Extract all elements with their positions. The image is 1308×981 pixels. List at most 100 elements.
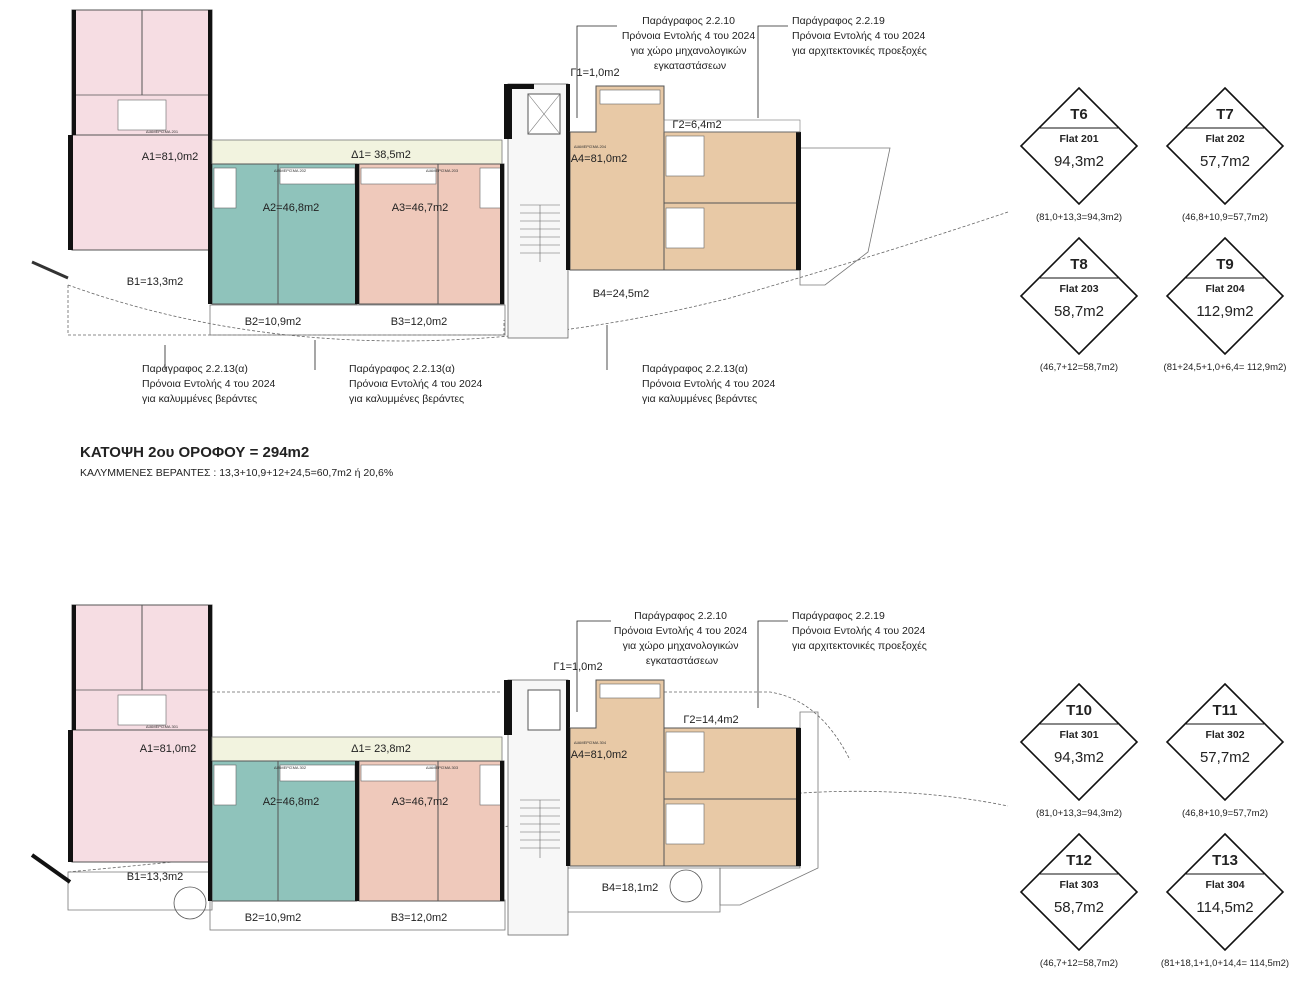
flat-tag: T6 [1070,106,1088,123]
flat-area-calc: (46,7+12=58,7m2) [1040,958,1118,969]
diamond-frame [1019,682,1139,802]
flat-tag: T12 [1066,852,1092,869]
note-2-2-13a: Παράγραφος 2.2.13(α) Πρόνοια Εντολής 4 τ… [142,363,278,405]
balcony-outline-lower [67,285,505,336]
flat-tag: T8 [1070,256,1088,273]
area-label: Δ1= 38,5m2 [351,149,411,161]
balcony-b1 [67,871,213,911]
area-label: Γ2=6,4m2 [672,119,721,131]
area-label: A4=81,0m2 [571,749,628,761]
area-label: B2=10,9m2 [245,316,302,328]
flat-area-calc: (46,8+10,9=57,7m2) [1182,212,1268,223]
diamond-frame [1165,682,1285,802]
flat-area: 112,9m2 [1196,303,1253,320]
apt-201-bath [117,99,167,131]
apt-301-lower [71,729,213,863]
flat-name: Flat 304 [1205,879,1244,891]
flat-area: 94,3m2 [1054,153,1104,170]
apt-tag: ΔΙΑΜΕΡΙΣΜΑ 303 [426,765,459,770]
area-label: Γ1=1,0m2 [570,67,619,79]
apt-203-kitchen [360,167,437,185]
diamond-frame [1019,832,1139,952]
apt-tag: ΔΙΑΜΕΡΙΣΜΑ 302 [274,765,307,770]
diamond-frame [1165,236,1285,356]
note-2-2-10: Παράγραφος 2.2.10 Πρόνοια Εντολής 4 του … [622,15,758,72]
flat-area: 57,7m2 [1200,153,1250,170]
area-label: Γ2=14,4m2 [683,714,738,726]
area-label: A1=81,0m2 [140,743,197,755]
g2-projection [663,119,801,133]
flat-area-calc: (81,0+13,3=94,3m2) [1036,808,1122,819]
apt-tag: ΔΙΑΜΕΡΙΣΜΑ 203 [426,168,459,173]
flat-name: Flat 204 [1205,283,1244,295]
stair-flight [520,204,560,262]
area-label: A1=81,0m2 [142,151,199,163]
flat-name: Flat 302 [1205,729,1244,741]
area-label: A3=46,7m2 [392,796,449,808]
area-label: B4=24,5m2 [593,288,650,300]
apt-tag: ΔΙΑΜΕΡΙΣΜΑ 304 [574,740,607,745]
flat-name: Flat 203 [1059,283,1098,295]
flat-name: Flat 202 [1205,133,1244,145]
flat-area-calc: (81+24,5+1,0+6,4= 112,9m2) [1164,362,1287,373]
flat-name: Flat 201 [1059,133,1098,145]
leader-line [757,25,788,118]
corridor-d1 [211,736,503,762]
flat-tag: T10 [1066,702,1092,719]
leader-line [576,620,611,712]
area-label: B3=12,0m2 [391,316,448,328]
apt-301-bath [117,694,167,726]
plan-subtitle: ΚΑΛΥΜΜΕΝΕΣ ΒΕΡΑΝΤΕΣ : 13,3+10,9+12+24,5=… [80,467,393,479]
area-label: B3=12,0m2 [391,912,448,924]
diamond-frame [1019,86,1139,206]
area-label: B1=13,3m2 [127,871,184,883]
spiral-stair [173,886,207,920]
apt-tag: ΔΙΑΜΕΡΙΣΜΑ 204 [574,144,607,149]
plan-title: ΚΑΤΟΨΗ 2ου ΟΡΟΦΟΥ = 294m2 [80,444,309,461]
flat-area-calc: (81+18,1+1,0+14,4= 114,5m2) [1161,958,1289,969]
note-2-2-13a: Παράγραφος 2.2.13(α) Πρόνοια Εντολής 4 τ… [349,363,485,405]
spiral-stair [669,869,703,903]
plan-floor-2: ΔΙΑΜΕΡΙΣΜΑ 201 ΔΙΑΜΕΡΙΣΜΑ 202 ΔΙΑΜΕΡΙΣΜΑ… [31,9,1009,479]
apt-202 [211,163,358,305]
flat-area-calc: (46,7+12=58,7m2) [1040,362,1118,373]
area-label: B1=13,3m2 [127,276,184,288]
apt-204-bath-1 [665,135,705,177]
apt-204-bath-2 [665,207,705,249]
corridor-d1 [211,139,503,165]
flat-tag: T7 [1216,106,1234,123]
leader-line [576,25,617,118]
plan-floor-3: ΔΙΑΜΕΡΙΣΜΑ 301 ΔΙΑΜΕΡΙΣΜΑ 302 ΔΙΑΜΕΡΙΣΜΑ… [30,604,1009,936]
area-label: Δ1= 23,8m2 [351,743,411,755]
apt-tag: ΔΙΑΜΕΡΙΣΜΑ 301 [146,724,179,729]
diamond-frame [1165,832,1285,952]
note-2-2-10: Παράγραφος 2.2.10 Πρόνοια Εντολής 4 του … [614,610,750,667]
east-terrace [719,711,819,906]
lower-balconies-b2-b3 [209,304,506,336]
flat-tag: T9 [1216,256,1234,273]
flat-area: 114,5m2 [1196,899,1253,916]
flat-area-calc: (46,8+10,9=57,7m2) [1182,808,1268,819]
flat-area: 57,7m2 [1200,749,1250,766]
apt-203-bath [479,167,503,209]
area-label: B4=18,1m2 [602,882,659,894]
west-wall-stub [30,853,72,884]
note-2-2-13a: Παράγραφος 2.2.13(α) Πρόνοια Εντολής 4 τ… [642,363,778,405]
roof-projection-outline [212,691,851,761]
lift-shaft [527,689,561,731]
area-label: A4=81,0m2 [571,153,628,165]
area-label: A2=46,8m2 [263,796,320,808]
area-label: A2=46,8m2 [263,202,320,214]
flat-name: Flat 303 [1059,879,1098,891]
stair-flight [520,799,560,858]
flat-area: 58,7m2 [1054,303,1104,320]
leader-line [757,620,788,708]
west-wall-stub [31,260,69,280]
note-2-2-19: Παράγραφος 2.2.19 Πρόνοια Εντολής 4 του … [792,15,928,57]
